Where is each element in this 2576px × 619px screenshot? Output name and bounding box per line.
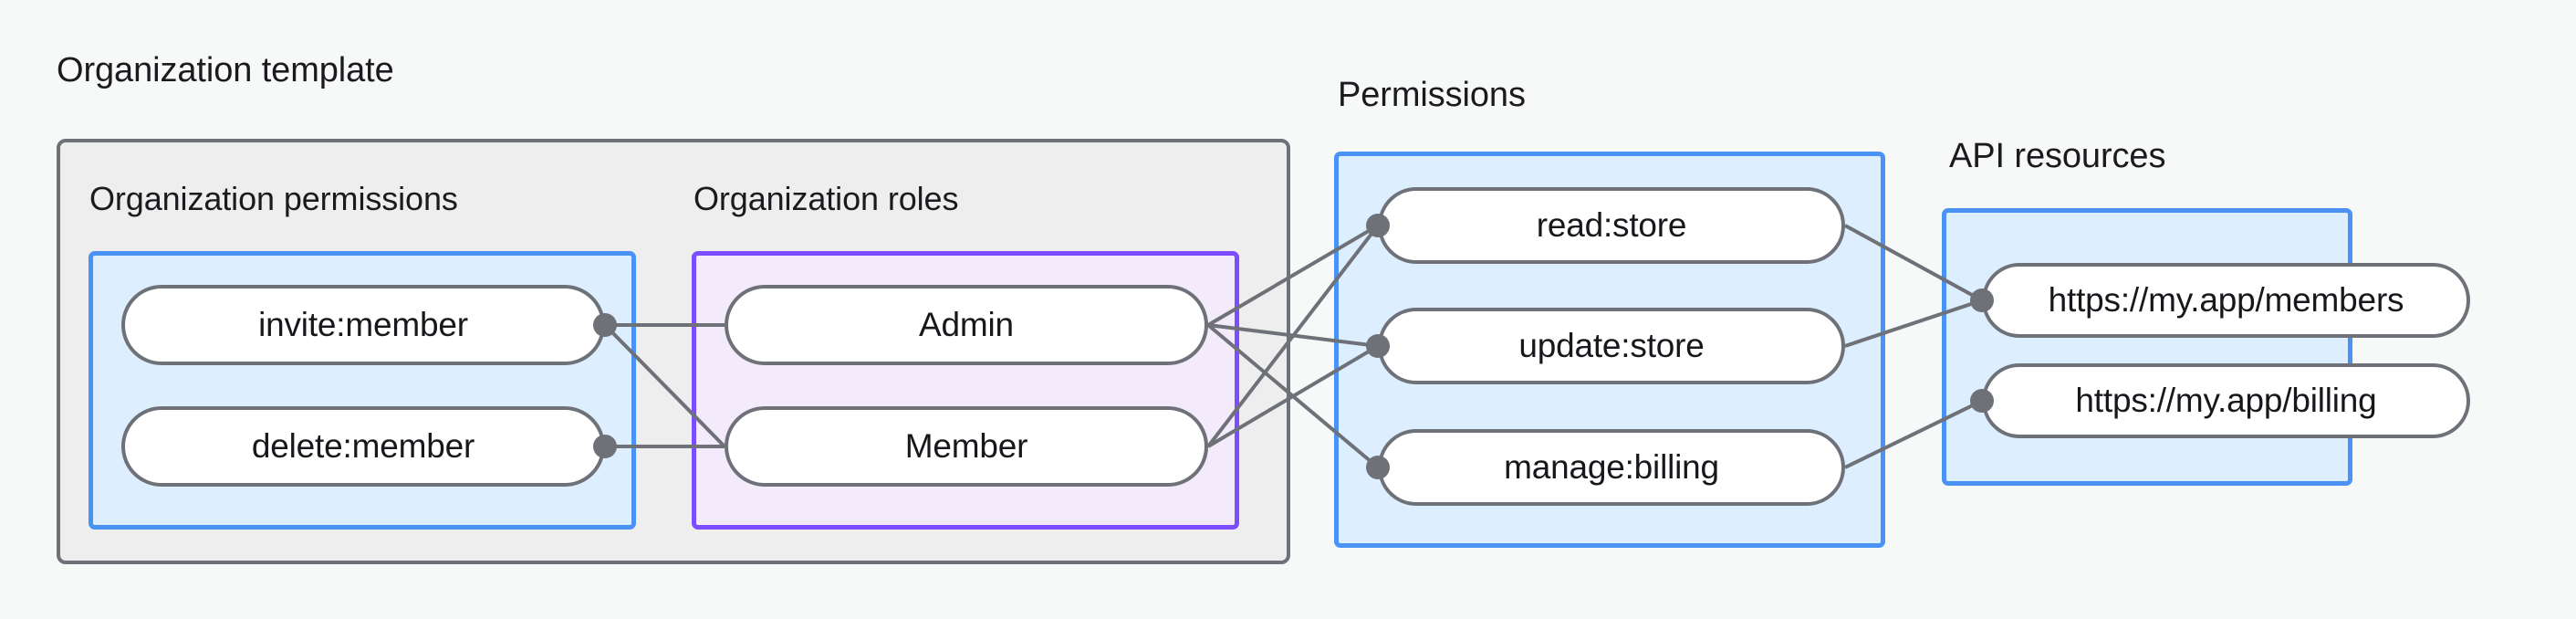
node-delete-member[interactable]: delete:member bbox=[121, 406, 605, 487]
permissions-label: Permissions bbox=[1338, 76, 1526, 114]
api-resources-label: API resources bbox=[1949, 137, 2166, 175]
node-manage-billing[interactable]: manage:billing bbox=[1378, 429, 1845, 506]
node-update-store[interactable]: update:store bbox=[1378, 308, 1845, 384]
organization-permissions-label: Organization permissions bbox=[89, 180, 458, 217]
organization-roles-label: Organization roles bbox=[694, 180, 959, 217]
node-read-store[interactable]: read:store bbox=[1378, 187, 1845, 264]
node-members-url[interactable]: https://my.app/members bbox=[1982, 263, 2470, 338]
node-admin[interactable]: Admin bbox=[725, 285, 1208, 365]
api-resources-panel bbox=[1942, 208, 2352, 486]
organization-template-label: Organization template bbox=[57, 51, 394, 89]
node-invite-member[interactable]: invite:member bbox=[121, 285, 605, 365]
node-member[interactable]: Member bbox=[725, 406, 1208, 487]
node-billing-url[interactable]: https://my.app/billing bbox=[1982, 363, 2470, 438]
